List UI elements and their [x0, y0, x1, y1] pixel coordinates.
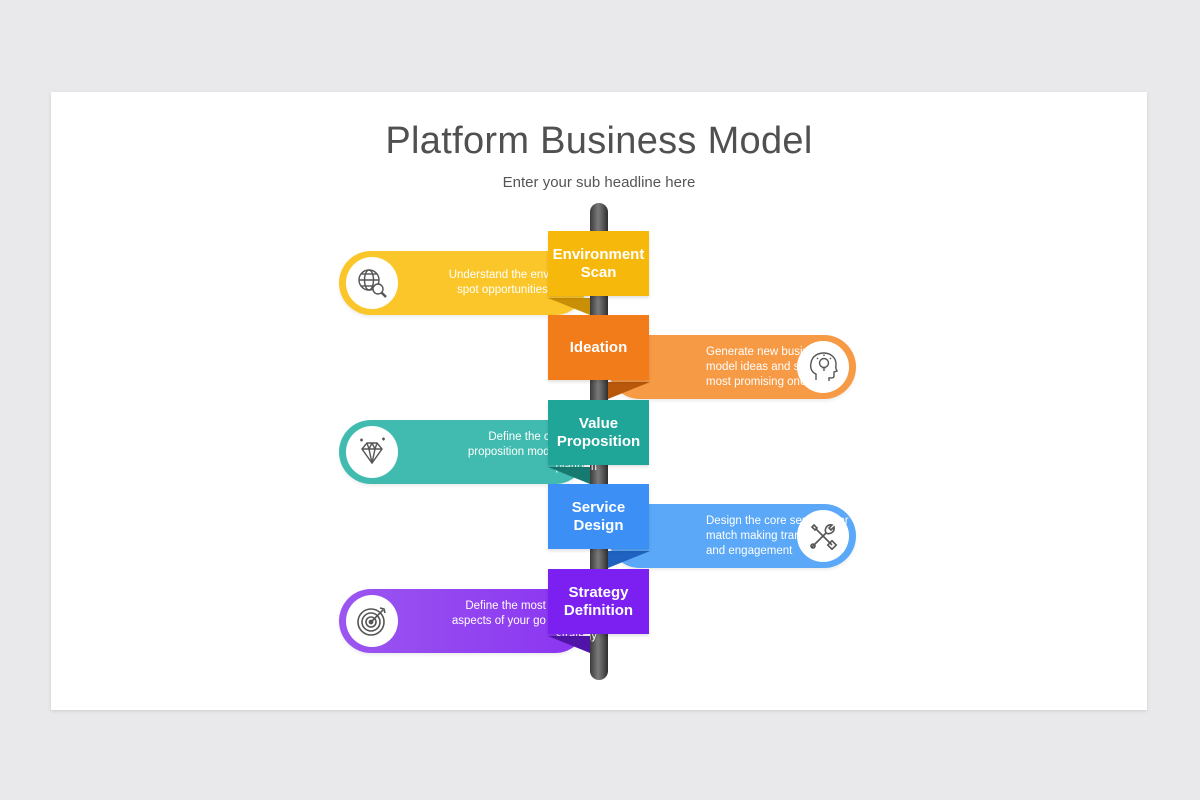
- head-lightbulb-icon: [797, 341, 849, 393]
- page-title: Platform Business Model: [385, 120, 813, 162]
- page-subtitle: Enter your sub headline here: [502, 174, 696, 191]
- globe-search-icon: [346, 257, 398, 309]
- step-5-label-line2: Definition: [563, 601, 634, 619]
- step-1-fold: [548, 298, 590, 315]
- step-2-sign: Ideation: [548, 315, 649, 380]
- step-1-banner: Understand the environment, spot opportu…: [339, 251, 597, 315]
- step-4-banner: Design the core services for match makin…: [608, 504, 856, 568]
- target-icon: [346, 595, 398, 647]
- slide: Platform Business Model Enter your sub h…: [51, 92, 1147, 710]
- step-3-label-line2: Proposition: [556, 432, 641, 450]
- step-5-fold: [548, 636, 590, 653]
- step-5-label-line1: Strategy: [568, 583, 629, 601]
- tools-icon: [797, 510, 849, 562]
- step-2-fold: [608, 382, 650, 399]
- step-1-label-line1: Environment: [552, 245, 645, 263]
- step-4-fold: [608, 551, 650, 568]
- step-2-label-line1: Ideation: [569, 338, 628, 356]
- step-1-label-line2: Scan: [580, 263, 617, 281]
- step-3-label-line1: Value: [578, 414, 619, 432]
- diamond-icon: [346, 426, 398, 478]
- step-3-banner: Define the core value proposition model …: [339, 420, 597, 484]
- step-4-label-line2: Design: [573, 516, 624, 534]
- step-4-label-line1: Service: [571, 498, 626, 516]
- step-3-fold: [548, 467, 590, 484]
